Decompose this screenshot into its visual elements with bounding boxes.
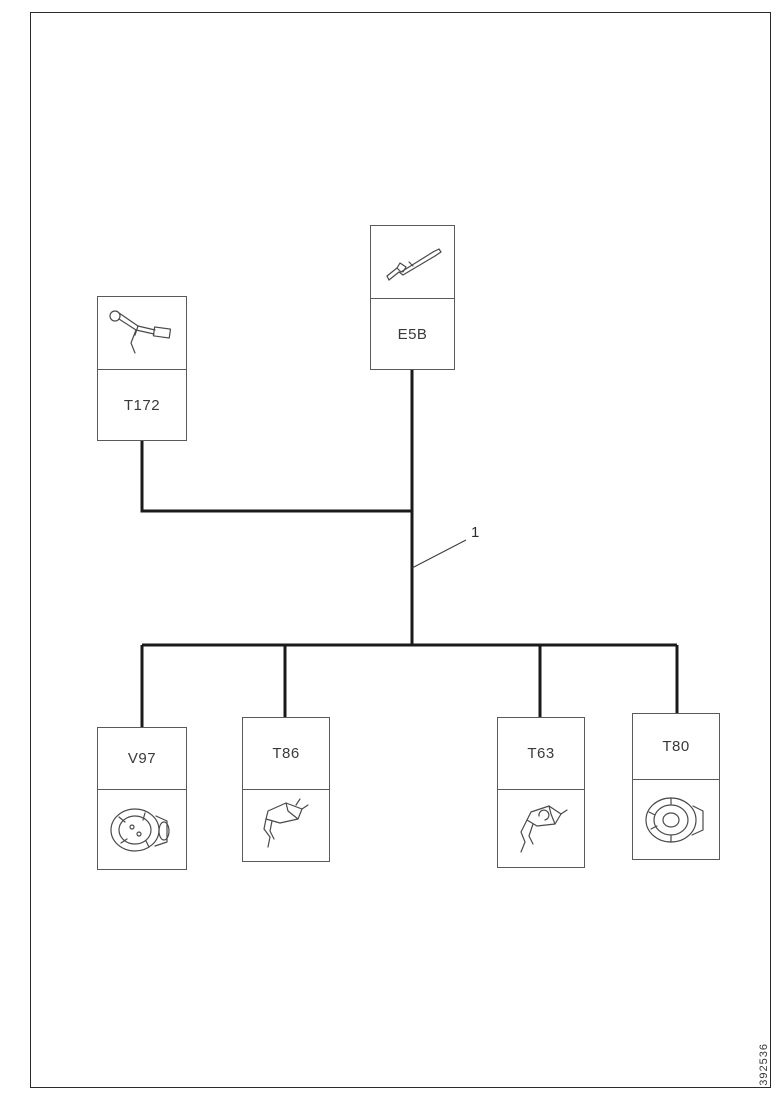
wire-t172-branch: [140, 441, 412, 513]
page-border: [30, 12, 771, 1088]
e5b-image-cell: [371, 226, 454, 299]
t172-label: T172: [123, 396, 161, 414]
t86-label: T86: [243, 718, 329, 790]
component-box-t80: T80: [632, 713, 720, 860]
component-box-t86: T86: [242, 717, 330, 862]
t63-image-cell: [498, 790, 584, 867]
t80-label: T80: [633, 714, 719, 780]
e5b-label: E5B: [397, 325, 428, 343]
component-box-t63: T63: [497, 717, 585, 868]
annotation-1: 1: [471, 524, 480, 541]
v97-image-cell: [98, 790, 186, 869]
t63-connector-wires-illustration: [520, 804, 568, 853]
t86-image-cell: [243, 790, 329, 861]
annotation-leader-line: [411, 539, 467, 569]
t172-image-cell: [98, 297, 186, 370]
t80-round-connector-illustration: [645, 796, 704, 843]
t80-image-cell: [633, 780, 719, 859]
figure-number: 392536: [758, 1043, 770, 1086]
t63-label: T63: [498, 718, 584, 790]
v97-label: V97: [98, 728, 186, 790]
t86-connector-wires-illustration: [263, 797, 309, 848]
e5b-terminal-pin-illustration: [385, 248, 442, 281]
t172-sensor-wire-illustration: [109, 310, 172, 354]
component-box-v97: V97: [97, 727, 187, 870]
component-box-t172: T172: [97, 296, 187, 441]
v97-round-connector-illustration: [110, 807, 170, 852]
component-box-e5b: E5B: [370, 225, 455, 370]
